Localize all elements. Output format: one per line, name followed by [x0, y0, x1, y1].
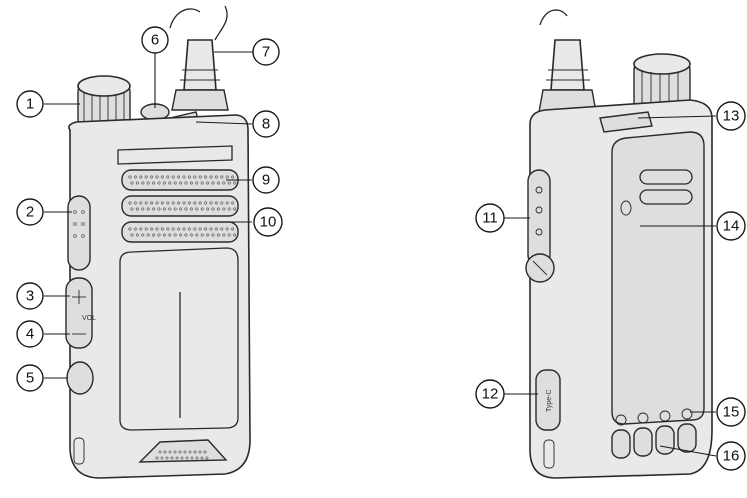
svg-text:16: 16: [723, 448, 740, 465]
belt-clip: [611, 131, 705, 425]
front-view: VOL: [65, 5, 251, 479]
channel-knob-back: [633, 53, 691, 113]
display-strip: [117, 145, 233, 165]
callout-10: 10: [253, 207, 283, 237]
callout-1: 1: [16, 90, 44, 118]
svg-text:2: 2: [26, 204, 34, 221]
back-view: Type-C: [525, 9, 713, 479]
svg-text:6: 6: [151, 32, 159, 49]
svg-text:15: 15: [723, 404, 740, 421]
svg-text:10: 10: [260, 214, 277, 231]
svg-text:11: 11: [482, 210, 498, 227]
leader-lines: [44, 51, 717, 457]
callout-14: 14: [716, 211, 746, 241]
top-key-back: [599, 111, 653, 133]
callout-6: 6: [141, 26, 169, 54]
callout-13: 13: [716, 101, 746, 131]
callout-16: 16: [716, 441, 746, 471]
callout-12: 12: [475, 379, 505, 409]
callout-9: 9: [252, 166, 280, 194]
svg-text:4: 4: [26, 326, 34, 343]
antenna-cable-front: [169, 8, 201, 29]
bottom-mic-front: [138, 439, 228, 463]
svg-text:3: 3: [26, 288, 34, 305]
svg-text:13: 13: [723, 108, 740, 125]
svg-text:9: 9: [262, 172, 270, 189]
side-keys-back: [527, 169, 551, 267]
bottom-contacts: [611, 408, 697, 459]
callout-2: 2: [16, 198, 44, 226]
antenna-cable-back: [539, 9, 568, 26]
speaker-grille-front: [121, 169, 239, 243]
volume-rocker: [65, 277, 93, 349]
antenna-back: [550, 39, 585, 91]
callout-5: 5: [16, 364, 44, 392]
vol-mark: VOL: [82, 315, 96, 322]
front-label-panel: [119, 247, 239, 431]
type-c-mark: Type-C: [546, 389, 553, 412]
callout-15: 15: [716, 397, 746, 427]
ptt-button: [67, 195, 91, 271]
callout-8: 8: [252, 110, 280, 138]
svg-text:1: 1: [26, 96, 34, 113]
side-button-front: [66, 361, 94, 395]
svg-text:14: 14: [723, 218, 740, 235]
svg-text:7: 7: [262, 44, 270, 61]
svg-text:8: 8: [262, 116, 270, 133]
callout-3: 3: [16, 282, 44, 310]
antenna-base-front: [171, 89, 229, 111]
antenna-cable-front-2: [214, 5, 228, 41]
callout-11: 11: [475, 203, 505, 233]
antenna-front: [183, 39, 217, 91]
type-c-port: [535, 369, 561, 431]
svg-text:12: 12: [482, 386, 499, 403]
callout-4: 4: [16, 320, 44, 348]
callout-7: 7: [252, 38, 280, 66]
svg-text:5: 5: [26, 370, 34, 387]
